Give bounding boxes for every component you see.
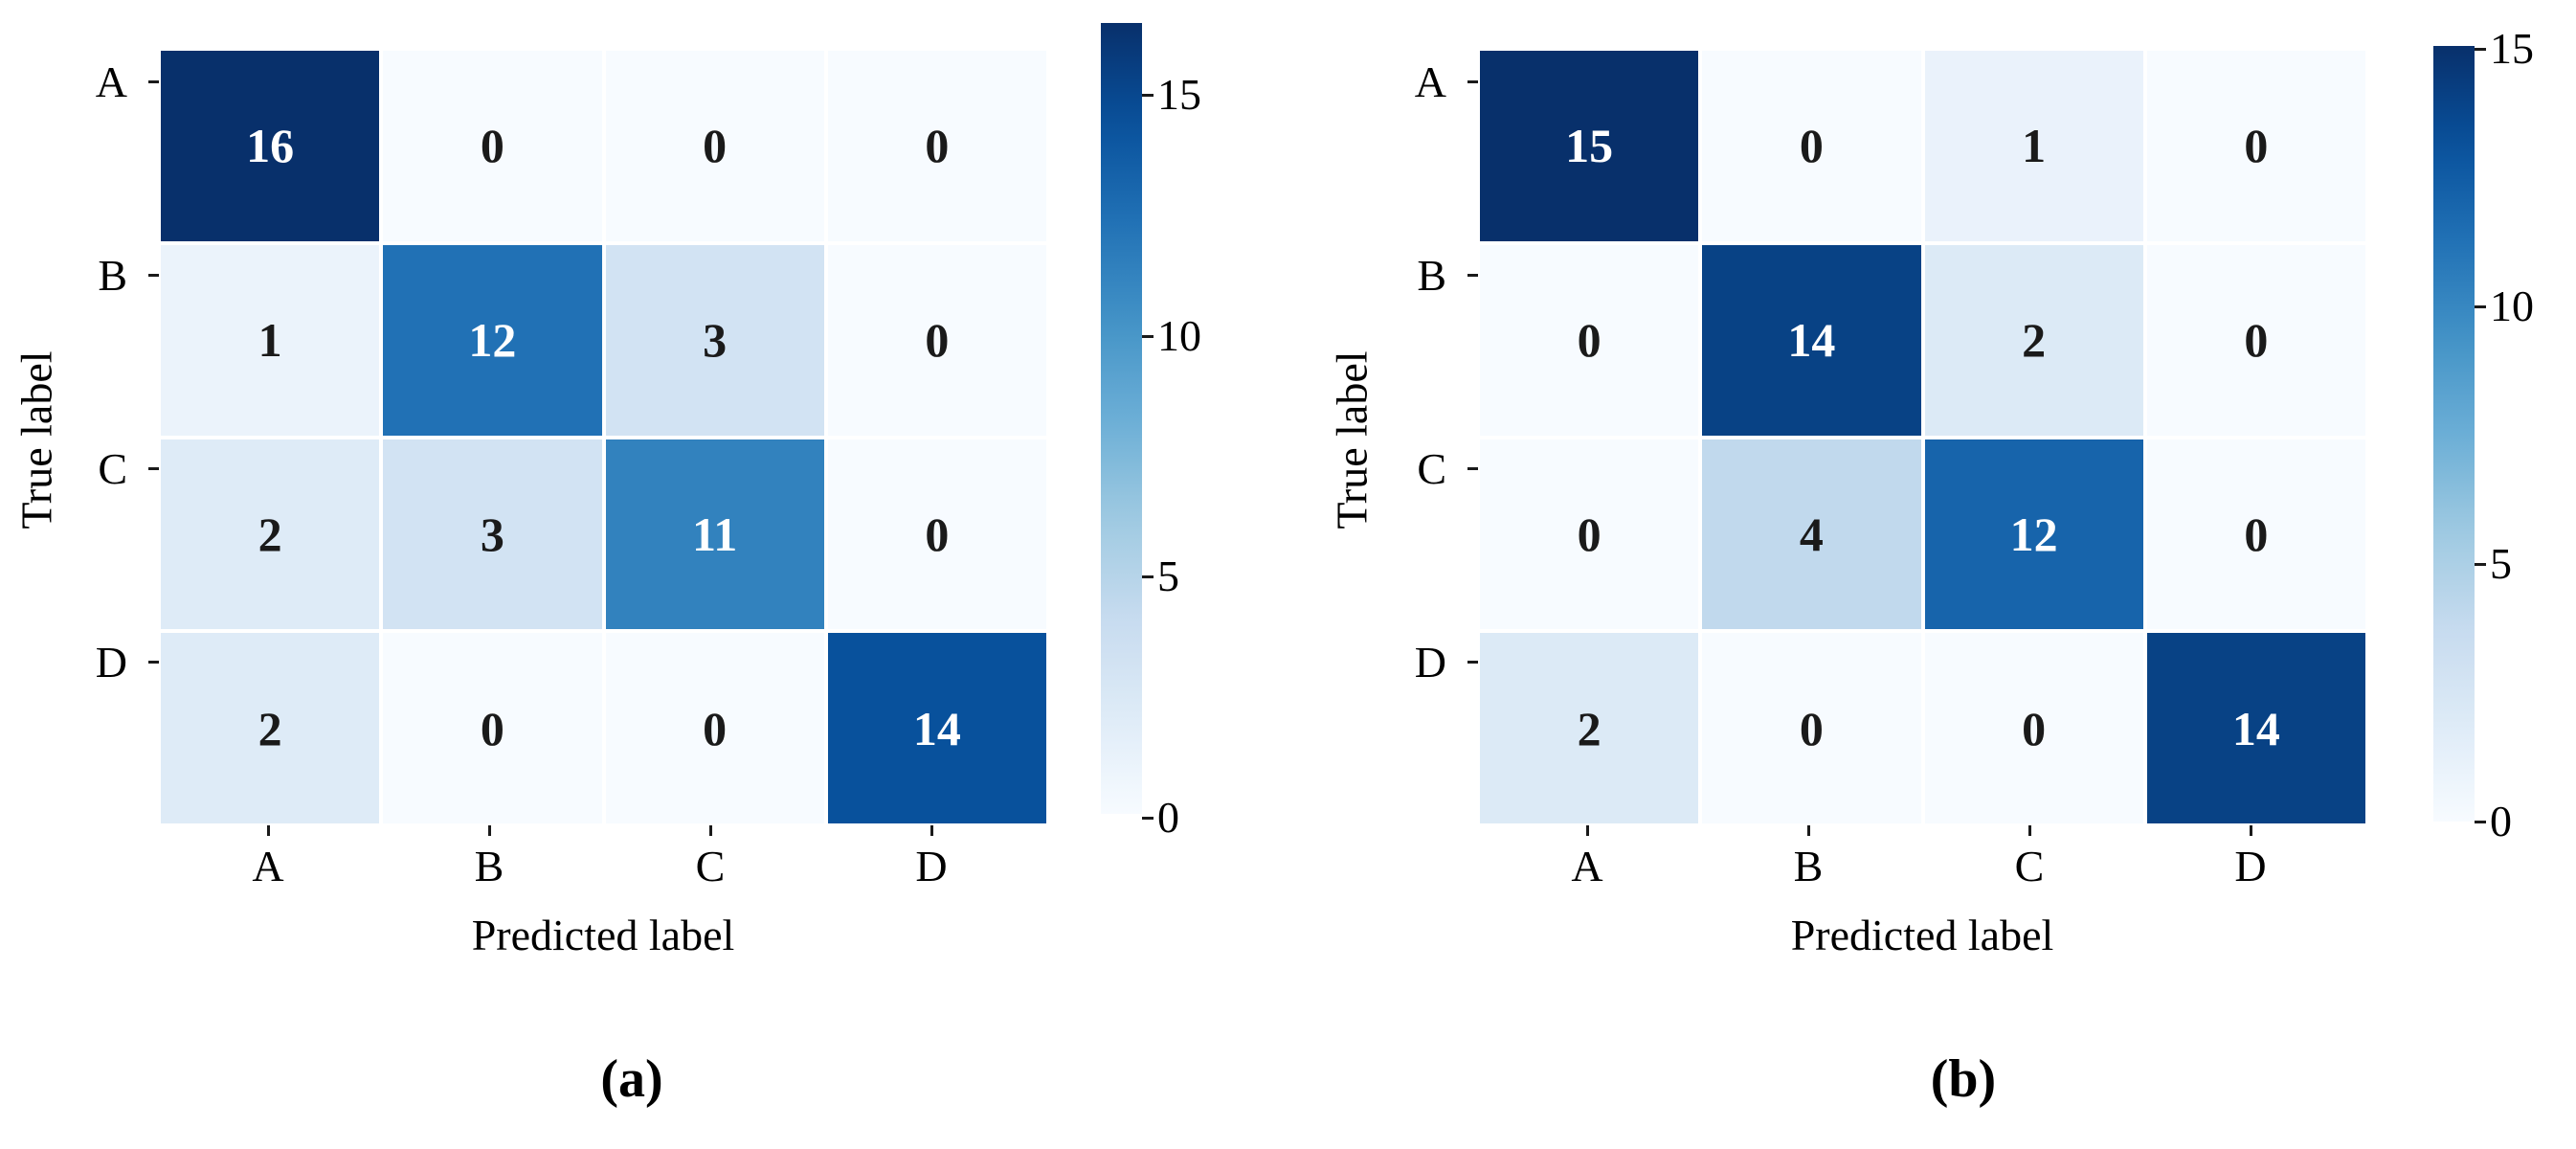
matrix-cell: 0 xyxy=(383,633,602,823)
matrix-cell: 0 xyxy=(1702,51,1921,241)
matrix-cell: 14 xyxy=(1702,244,1921,436)
x-tick-label-b-2: C xyxy=(2014,842,2045,890)
matrix-cell: 0 xyxy=(605,51,824,241)
x-tickmark-a-3 xyxy=(930,825,933,836)
matrix-cell: 2 xyxy=(1924,244,2143,436)
matrix-cell: 16 xyxy=(161,51,380,241)
colorbar-tick-label-a-0: 0 xyxy=(1157,793,1179,842)
matrix-cell: 0 xyxy=(1480,244,1699,436)
colorbar-tickmark-b-0 xyxy=(2475,821,2486,823)
x-tickmark-b-2 xyxy=(2028,825,2031,836)
x-tickmark-a-1 xyxy=(488,825,491,836)
x-axis-title-b: Predicted label xyxy=(1790,911,2054,959)
matrix-cell: 0 xyxy=(827,244,1046,436)
x-tick-label-a-3: D xyxy=(915,842,948,890)
matrix-cell: 2 xyxy=(161,439,380,630)
subfigure-caption-b: (b) xyxy=(1930,1049,1997,1109)
colorbar-tickmark-b-10 xyxy=(2475,305,2486,308)
colorbar-tick-label-a-15: 15 xyxy=(1157,70,1201,119)
y-tick-label-a-2: C xyxy=(98,444,127,493)
matrix-cell: 14 xyxy=(827,633,1046,823)
colorbar-tick-label-b-15: 15 xyxy=(2490,24,2534,73)
x-tick-label-a-0: A xyxy=(252,842,284,890)
matrix-cell: 0 xyxy=(2146,51,2365,241)
matrix-cell: 2 xyxy=(161,633,380,823)
matrix-cell: 0 xyxy=(2146,244,2365,436)
colorbar-tick-label-b-5: 5 xyxy=(2490,539,2512,588)
x-tick-label-a-2: C xyxy=(695,842,726,890)
y-tickmark-b-0 xyxy=(1467,80,1478,83)
x-tick-label-a-1: B xyxy=(474,842,504,890)
colorbar-tickmark-a-5 xyxy=(1142,575,1154,578)
y-tickmark-a-1 xyxy=(148,274,159,277)
x-tickmark-b-3 xyxy=(2250,825,2252,836)
matrix-cell: 0 xyxy=(383,51,602,241)
matrix-cell: 1 xyxy=(161,244,380,436)
x-axis-title-a: Predicted label xyxy=(471,911,735,959)
colorbar-tick-label-b-0: 0 xyxy=(2490,797,2512,845)
y-axis-title-a: True label xyxy=(11,350,61,529)
x-tickmark-a-0 xyxy=(267,825,270,836)
y-tick-label-b-0: A xyxy=(1414,57,1446,106)
colorbar-a xyxy=(1101,23,1142,814)
x-tick-label-b-3: D xyxy=(2234,842,2267,890)
colorbar-tickmark-a-0 xyxy=(1142,817,1154,820)
matrix-cell: 2 xyxy=(1480,633,1699,823)
x-tick-label-b-0: A xyxy=(1571,842,1603,890)
matrix-cell: 0 xyxy=(1924,633,2143,823)
colorbar-tick-label-a-5: 5 xyxy=(1157,552,1179,600)
x-tickmark-b-1 xyxy=(1807,825,1810,836)
matrix-cell: 1 xyxy=(1924,51,2143,241)
matrix-cell: 0 xyxy=(1702,633,1921,823)
y-tick-label-a-3: D xyxy=(95,638,127,687)
y-tickmark-a-0 xyxy=(148,80,159,83)
x-tickmark-b-0 xyxy=(1586,825,1589,836)
matrix-cell: 14 xyxy=(2146,633,2365,823)
matrix-cell: 0 xyxy=(1480,439,1699,630)
colorbar-tick-label-b-10: 10 xyxy=(2490,282,2534,330)
matrix-cell: 11 xyxy=(605,439,824,630)
matrix-cell: 4 xyxy=(1702,439,1921,630)
subfigure-caption-a: (a) xyxy=(600,1049,663,1109)
y-axis-title-b: True label xyxy=(1327,350,1377,529)
y-tick-label-b-2: C xyxy=(1417,444,1446,493)
colorbar-tick-label-a-10: 10 xyxy=(1157,311,1201,360)
y-tick-label-b-3: D xyxy=(1414,638,1446,687)
colorbar-tickmark-a-15 xyxy=(1142,94,1154,97)
matrix-cell: 3 xyxy=(383,439,602,630)
matrix-cell: 12 xyxy=(1924,439,2143,630)
matrix-cell: 0 xyxy=(2146,439,2365,630)
y-tickmark-b-3 xyxy=(1467,661,1478,664)
colorbar-b xyxy=(2433,46,2475,822)
matrix-cell: 12 xyxy=(383,244,602,436)
y-tickmark-a-2 xyxy=(148,467,159,470)
x-tick-label-b-1: B xyxy=(1793,842,1824,890)
matrix-cell: 15 xyxy=(1480,51,1699,241)
matrix-cell: 3 xyxy=(605,244,824,436)
x-tickmark-a-2 xyxy=(709,825,712,836)
y-tick-label-a-0: A xyxy=(95,57,127,106)
y-tickmark-a-3 xyxy=(148,661,159,664)
matrix-cell: 0 xyxy=(827,439,1046,630)
matrix-cell: 0 xyxy=(827,51,1046,241)
colorbar-tickmark-a-10 xyxy=(1142,335,1154,338)
colorbar-tickmark-b-15 xyxy=(2475,48,2486,51)
colorbar-tickmark-b-5 xyxy=(2475,563,2486,566)
y-tick-label-b-1: B xyxy=(1417,251,1446,300)
y-tick-label-a-1: B xyxy=(98,251,127,300)
matrix-cell: 0 xyxy=(605,633,824,823)
y-tickmark-b-1 xyxy=(1467,274,1478,277)
y-tickmark-b-2 xyxy=(1467,467,1478,470)
